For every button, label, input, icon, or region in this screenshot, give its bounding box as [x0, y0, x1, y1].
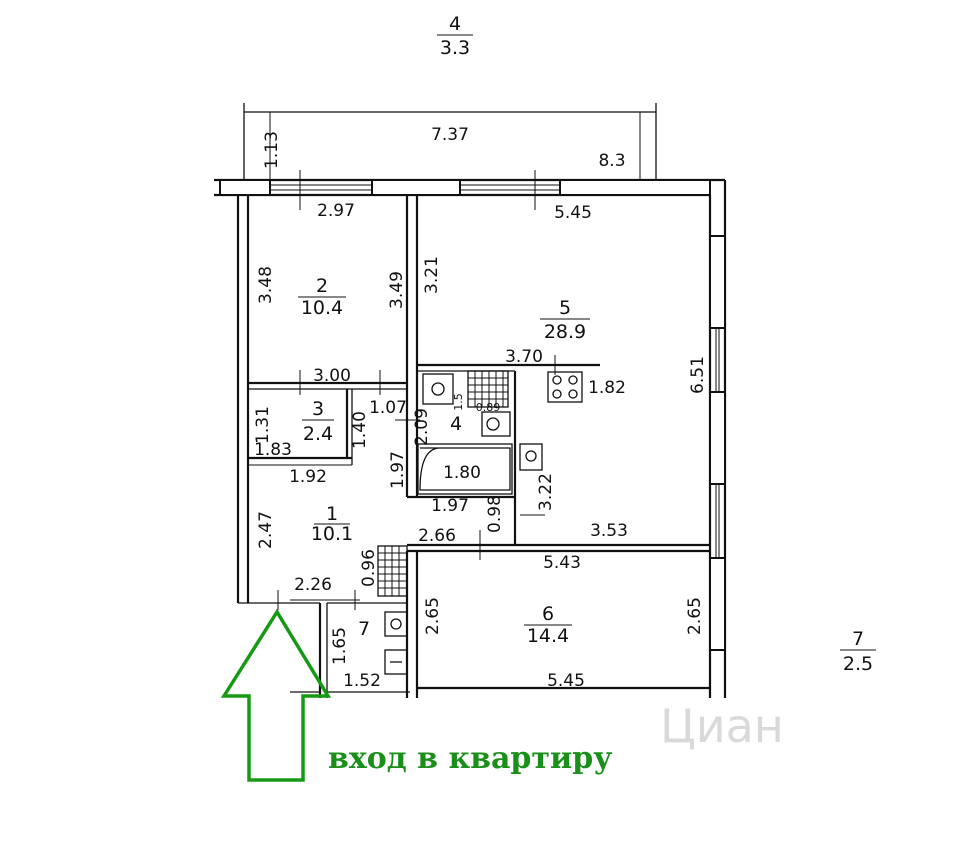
dim-5-43: 5.43: [543, 553, 581, 573]
room-2-area: 10.4: [301, 297, 343, 319]
room-7-outside-number: 7: [852, 628, 864, 650]
window-top-right: [559, 179, 711, 196]
stove-icon: [547, 371, 583, 403]
dim-1-5: 1.5: [452, 393, 465, 411]
room-1-area: 10.1: [311, 523, 353, 545]
dim-0-89: 0.89: [476, 401, 501, 414]
balcony-4-number: 4: [449, 13, 461, 35]
bathtub-icon: [419, 447, 511, 491]
dim-1-97-vertical: 1.97: [388, 451, 408, 489]
fixtures: [377, 370, 583, 675]
dim-2-65-left: 2.65: [423, 597, 443, 635]
dim-2-97: 2.97: [317, 201, 355, 221]
dim-3-48: 3.48: [256, 266, 276, 304]
washbasin-icon: [422, 373, 454, 405]
dim-1-92: 1.92: [289, 467, 327, 487]
dim-5-45-bottom: 5.45: [547, 671, 585, 691]
dim-1-31: 1.31: [253, 406, 273, 444]
dim-3-49: 3.49: [387, 271, 407, 309]
dim-1-83: 1.83: [254, 440, 292, 460]
wc-sink-icon: [384, 649, 408, 675]
dim-1-65: 1.65: [330, 627, 350, 665]
dim-2-26: 2.26: [294, 575, 332, 595]
dim-1-13: 1.13: [262, 131, 282, 169]
interior-walls: [247, 195, 710, 698]
dim-1-97-horizontal: 1.97: [431, 496, 469, 516]
entry-label: вход в квартиру: [328, 741, 612, 776]
room-2-number: 2: [316, 275, 328, 297]
dim-3-70: 3.70: [505, 347, 543, 367]
dim-3-22: 3.22: [536, 473, 556, 511]
dim-1-82: 1.82: [588, 378, 626, 398]
balcony-4-area: 3.3: [440, 37, 470, 59]
window-right-3: [709, 557, 726, 651]
watermark-text: Циан: [660, 699, 784, 753]
dimension-labels: 1.13 7.37 8.3 2.97 5.45 3.48 3.49 3.21 3…: [253, 125, 708, 691]
balcony: [243, 103, 657, 180]
dim-2-65-right: 2.65: [685, 597, 705, 635]
room-5-area: 28.9: [544, 321, 586, 343]
entry-arrow-icon: [220, 608, 332, 782]
window-right-1: [709, 235, 726, 329]
window-top-left: [219, 179, 271, 196]
dim-0-96: 0.96: [359, 549, 379, 587]
room-labels: 4 3.3 2 10.4 5 28.9 3 2.4 4 1 10.1 6 14.…: [298, 13, 876, 675]
room-6-area: 14.4: [527, 625, 569, 647]
dim-8-3: 8.3: [598, 151, 625, 171]
room-1-number: 1: [326, 503, 338, 525]
room-3-area: 2.4: [303, 423, 333, 445]
dim-1-80: 1.80: [443, 463, 481, 483]
wc-toilet-icon: [384, 611, 408, 637]
dim-7-37: 7.37: [431, 125, 469, 145]
dim-6-51: 6.51: [688, 356, 708, 394]
room-4-number: 4: [450, 413, 462, 435]
dim-2-09: 2.09: [412, 408, 432, 446]
window-right-2: [709, 391, 726, 485]
room-7-number: 7: [358, 618, 370, 640]
dim-0-98: 0.98: [485, 495, 505, 533]
exterior-walls: [214, 178, 727, 698]
room-5-number: 5: [559, 297, 571, 319]
dim-1-52: 1.52: [343, 671, 381, 691]
toilet-icon: [481, 411, 511, 437]
dim-5-45-top: 5.45: [554, 203, 592, 223]
dim-3-21: 3.21: [422, 256, 442, 294]
window-top-middle: [371, 179, 461, 196]
room-3-number: 3: [312, 398, 324, 420]
dim-1-40: 1.40: [350, 411, 370, 449]
dim-1-07: 1.07: [369, 398, 407, 418]
dim-2-47: 2.47: [256, 511, 276, 549]
dim-2-66: 2.66: [418, 526, 456, 546]
room-7-outside-area: 2.5: [843, 653, 873, 675]
tile-riser-bottom: [377, 545, 408, 597]
room-6-number: 6: [542, 603, 554, 625]
dimension-lines: [248, 170, 556, 610]
dim-3-00: 3.00: [313, 366, 351, 386]
tile-riser-top: [467, 370, 509, 408]
dim-3-53: 3.53: [590, 521, 628, 541]
